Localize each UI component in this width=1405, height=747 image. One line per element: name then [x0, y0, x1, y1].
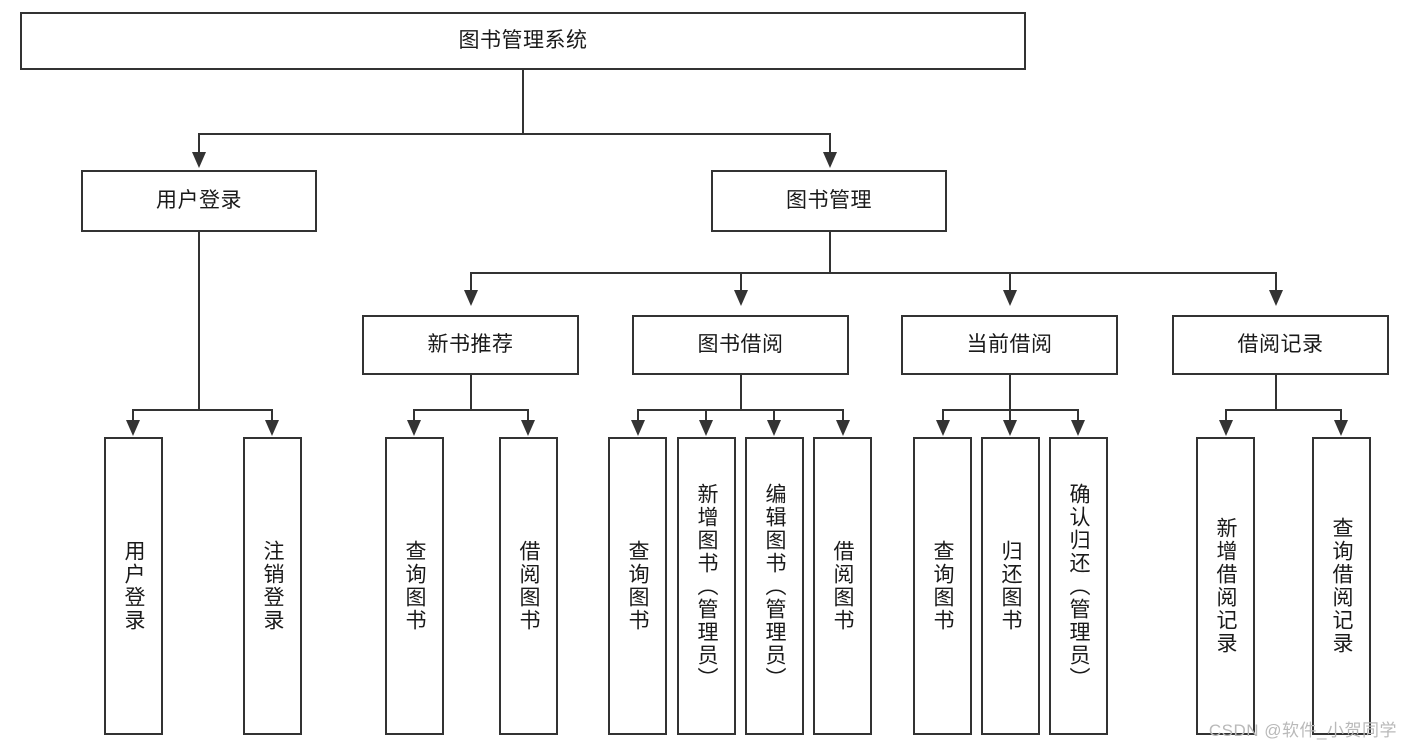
connector-level1-drop-left [198, 133, 200, 155]
node-new-book-recommend[interactable]: 新书推荐 [362, 315, 579, 375]
connector-book-borrow-drop-2 [773, 409, 775, 423]
csdn-watermark: CSDN @软件_小贺同学 [1208, 721, 1397, 740]
leaf-query-book-recommend[interactable]: 查询图书 [385, 437, 444, 735]
connector-user-login-bus [132, 409, 272, 411]
arrowhead-leaf-query-book-1 [407, 420, 421, 436]
arrowhead-leaf-return-book [1003, 420, 1017, 436]
arrowhead-leaf-user-login [126, 420, 140, 436]
node-book-management[interactable]: 图书管理 [711, 170, 947, 232]
connector-current-borrow-stem [1009, 375, 1011, 411]
connector-borrow-record-stem [1275, 375, 1277, 411]
arrowhead-leaf-borrow-book-1 [521, 420, 535, 436]
leaf-return-book[interactable]: 归还图书 [981, 437, 1040, 735]
node-label: 图书借阅 [697, 333, 784, 357]
leaf-query-book-current[interactable]: 查询图书 [913, 437, 972, 735]
connector-root-stem [522, 70, 524, 134]
connector-user-login-drop-0 [132, 409, 134, 423]
node-label: 编辑图书（管理员） [763, 482, 786, 690]
arrowhead-current-borrow [1003, 290, 1017, 306]
node-label: 用户登录 [156, 189, 242, 213]
node-label: 借阅记录 [1237, 333, 1324, 357]
node-label: 新增借阅记录 [1214, 517, 1237, 655]
connector-new-book-drop-1 [527, 409, 529, 423]
node-label: 查询图书 [931, 540, 954, 632]
leaf-query-book-borrow[interactable]: 查询图书 [608, 437, 667, 735]
connector-new-book-bus [413, 409, 529, 411]
leaf-add-book-admin[interactable]: 新增图书（管理员） [677, 437, 736, 735]
connector-book-borrow-stem [740, 375, 742, 411]
arrowhead-book-borrow [734, 290, 748, 306]
node-user-login[interactable]: 用户登录 [81, 170, 317, 232]
arrowhead-leaf-query-book-3 [936, 420, 950, 436]
arrowhead-new-book-recommend [464, 290, 478, 306]
arrowhead-user-login [192, 152, 206, 168]
connector-book-management-stem [829, 232, 831, 274]
leaf-add-borrow-record[interactable]: 新增借阅记录 [1196, 437, 1255, 735]
connector-user-login-stem [198, 232, 200, 410]
node-label: 借阅图书 [517, 540, 540, 632]
connector-new-book-drop-0 [413, 409, 415, 423]
connector-borrow-record-drop-1 [1340, 409, 1342, 423]
node-label: 新增图书（管理员） [695, 482, 718, 690]
arrowhead-leaf-query-book-2 [631, 420, 645, 436]
leaf-borrow-book-recommend[interactable]: 借阅图书 [499, 437, 558, 735]
node-label: 当前借阅 [966, 333, 1053, 357]
arrowhead-leaf-add-record [1219, 420, 1233, 436]
node-book-management-system[interactable]: 图书管理系统 [20, 12, 1026, 70]
node-label: 新书推荐 [427, 333, 514, 357]
connector-borrow-record-bus [1225, 409, 1342, 411]
connector-book-borrow-drop-1 [705, 409, 707, 423]
connector-borrow-record-drop-0 [1225, 409, 1227, 423]
node-label: 归还图书 [999, 540, 1022, 632]
node-label: 查询图书 [626, 540, 649, 632]
connector-user-login-drop-1 [271, 409, 273, 423]
connector-current-borrow-drop-2 [1077, 409, 1079, 423]
node-borrow-record[interactable]: 借阅记录 [1172, 315, 1389, 375]
arrowhead-leaf-add-book [699, 420, 713, 436]
connector-level2-drop-3 [1275, 272, 1277, 292]
connector-new-book-stem [470, 375, 472, 411]
arrowhead-borrow-record [1269, 290, 1283, 306]
connector-level2-drop-1 [740, 272, 742, 292]
node-label: 查询图书 [403, 540, 426, 632]
connector-book-borrow-drop-3 [842, 409, 844, 423]
leaf-logout[interactable]: 注销登录 [243, 437, 302, 735]
leaf-edit-book-admin[interactable]: 编辑图书（管理员） [745, 437, 804, 735]
node-label: 查询借阅记录 [1330, 517, 1353, 655]
connector-current-borrow-drop-1 [1009, 409, 1011, 423]
connector-current-borrow-drop-0 [942, 409, 944, 423]
node-label: 用户登录 [122, 540, 145, 632]
connector-level2-bus [470, 272, 1276, 274]
node-label: 确认归还（管理员） [1067, 482, 1090, 690]
connector-level2-drop-0 [470, 272, 472, 292]
node-label: 图书管理 [786, 189, 872, 213]
node-label: 借阅图书 [831, 540, 854, 632]
connector-level2-drop-2 [1009, 272, 1011, 292]
connector-level1-drop-right [829, 133, 831, 155]
arrowhead-leaf-borrow-book-2 [836, 420, 850, 436]
leaf-query-borrow-record[interactable]: 查询借阅记录 [1312, 437, 1371, 735]
leaf-user-login[interactable]: 用户登录 [104, 437, 163, 735]
node-label: 注销登录 [261, 540, 284, 632]
leaf-confirm-return-admin[interactable]: 确认归还（管理员） [1049, 437, 1108, 735]
node-label: 图书管理系统 [458, 29, 588, 53]
node-book-borrow[interactable]: 图书借阅 [632, 315, 849, 375]
connector-book-borrow-bus [637, 409, 844, 411]
arrowhead-book-management [823, 152, 837, 168]
connector-level1-bus [198, 133, 830, 135]
connector-book-borrow-drop-0 [637, 409, 639, 423]
leaf-borrow-book[interactable]: 借阅图书 [813, 437, 872, 735]
arrowhead-leaf-query-record [1334, 420, 1348, 436]
arrowhead-leaf-edit-book [767, 420, 781, 436]
node-current-borrow[interactable]: 当前借阅 [901, 315, 1118, 375]
arrowhead-leaf-confirm-return [1071, 420, 1085, 436]
arrowhead-leaf-logout [265, 420, 279, 436]
